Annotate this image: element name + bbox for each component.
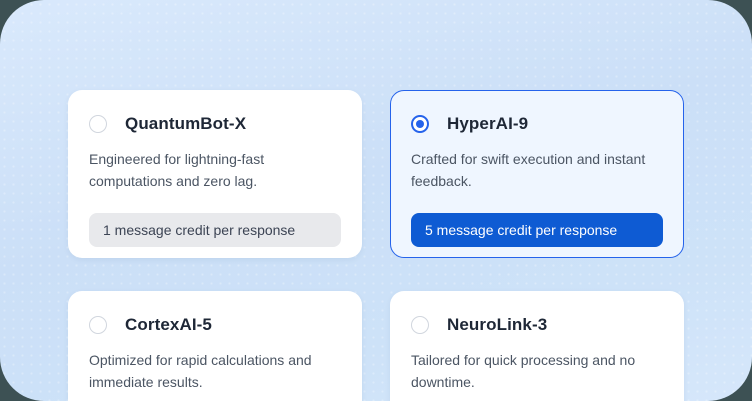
model-card-header: HyperAI-9 — [411, 114, 663, 134]
credit-badge: 5 message credit per response — [411, 213, 663, 248]
model-title: QuantumBot-X — [125, 114, 247, 133]
model-card-header: CortexAI-5 — [89, 315, 341, 335]
model-card-grid: QuantumBot-X Engineered for lightning-fa… — [68, 90, 684, 401]
model-description: Crafted for swift execution and instant … — [411, 151, 646, 189]
model-title: CortexAI-5 — [125, 315, 212, 334]
radio-button-selected[interactable] — [411, 115, 429, 133]
model-description: Tailored for quick processing and no dow… — [411, 352, 636, 390]
radio-dot — [416, 321, 424, 329]
model-card-quantumbot-x[interactable]: QuantumBot-X Engineered for lightning-fa… — [68, 90, 362, 258]
model-title: HyperAI-9 — [447, 114, 529, 133]
model-description: Engineered for lightning-fast computatio… — [89, 151, 265, 189]
radio-dot — [94, 321, 102, 329]
radio-button-unselected[interactable] — [89, 316, 107, 334]
credit-badge: 1 message credit per response — [89, 213, 341, 248]
model-card-neurolink-3[interactable]: NeuroLink-3 Tailored for quick processin… — [390, 291, 684, 401]
model-title: NeuroLink-3 — [447, 315, 548, 334]
radio-dot — [94, 120, 102, 128]
model-description: Optimized for rapid calculations and imm… — [89, 352, 312, 390]
radio-button-unselected[interactable] — [89, 115, 107, 133]
model-card-cortexai-5[interactable]: CortexAI-5 Optimized for rapid calculati… — [68, 291, 362, 401]
radio-button-unselected[interactable] — [411, 316, 429, 334]
model-card-header: QuantumBot-X — [89, 114, 341, 134]
model-card-header: NeuroLink-3 — [411, 315, 663, 335]
radio-dot — [416, 120, 424, 128]
model-card-hyperai-9[interactable]: HyperAI-9 Crafted for swift execution an… — [390, 90, 684, 258]
